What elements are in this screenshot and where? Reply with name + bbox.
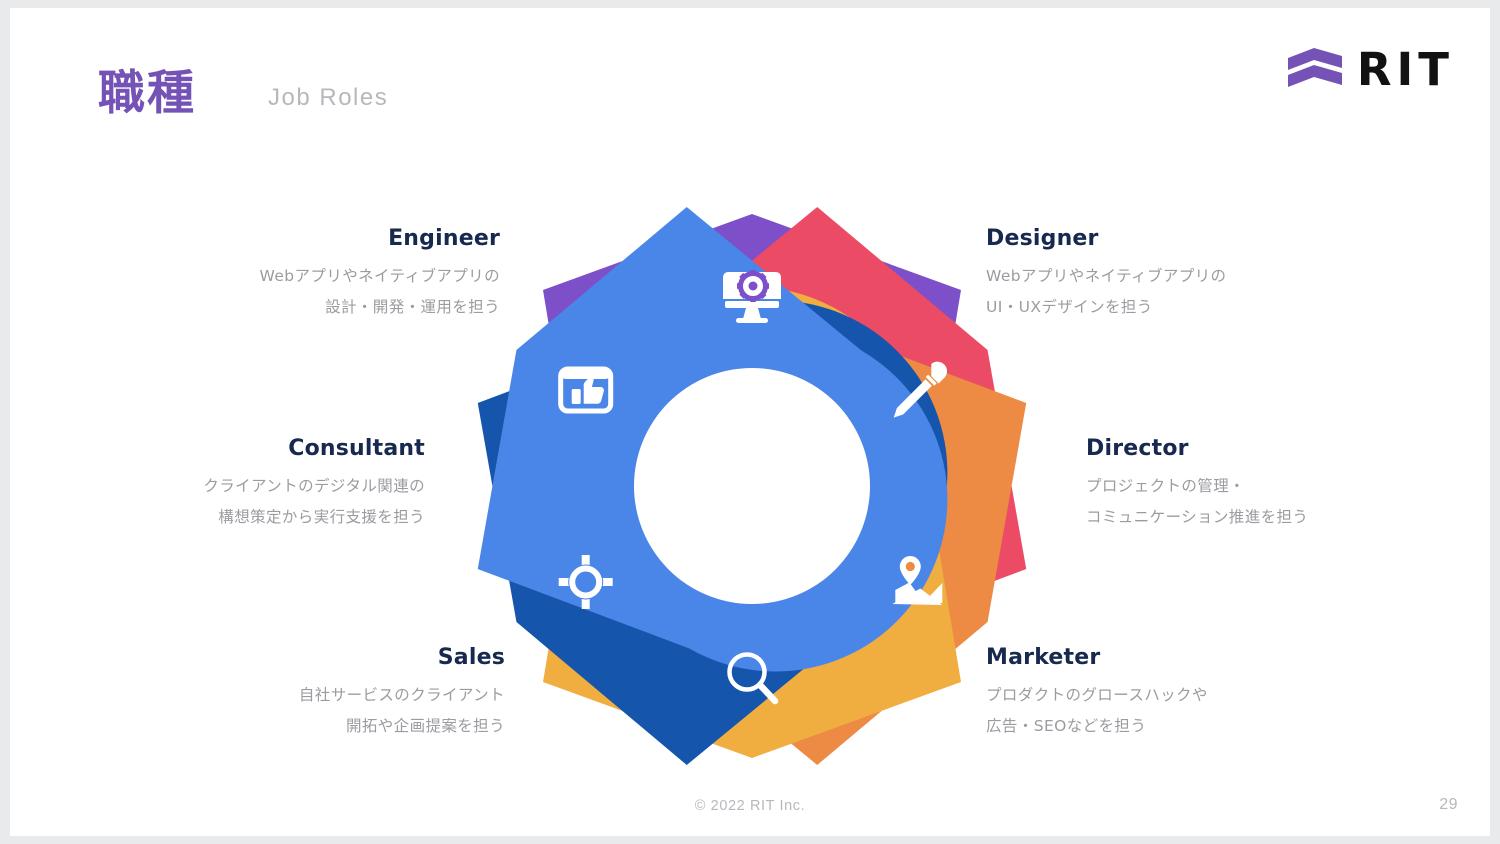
wheel-icons-group <box>558 270 948 705</box>
eyedropper-icon <box>893 361 948 418</box>
rit-logo-text: RIT <box>1356 42 1454 96</box>
role-name-engineer: Engineer <box>388 226 500 251</box>
wheel-center-circle <box>634 368 870 604</box>
role-block-designer: Designer Webアプリやネイティブアプリの UI・UXデザインを担う <box>986 226 1316 322</box>
role-name-designer: Designer <box>986 226 1099 251</box>
job-roles-wheel-diagram <box>411 169 1093 803</box>
target-crosshair-icon <box>558 555 613 609</box>
role-desc-line2-sales: 開拓や企画提案を担う <box>345 716 505 735</box>
role-desc-line1-engineer: Webアプリやネイティブアプリの <box>259 267 500 286</box>
thumbs-up-icon <box>558 366 614 414</box>
rit-logo-mark-icon <box>1287 48 1342 87</box>
role-desc-line1-director: プロジェクトの管理・ <box>1086 477 1246 496</box>
map-pin-icon <box>892 556 943 605</box>
role-name-marketer: Marketer <box>986 645 1101 670</box>
monitor-gear-icon <box>723 270 781 323</box>
slide-header: 職種 Job Roles RIT <box>10 8 1490 158</box>
role-block-marketer: Marketer プロダクトのグロースハックや 広告・SEOなどを担う <box>986 645 1316 741</box>
role-block-director: Director プロジェクトの管理・ コミュニケーション推進を担う <box>1086 436 1416 532</box>
rit-logo: RIT <box>1284 44 1454 94</box>
page-title-japanese: 職種 <box>98 66 196 121</box>
role-block-engineer: Engineer Webアプリやネイティブアプリの 設計・開発・運用を担う <box>170 226 500 322</box>
role-desc-line1-marketer: プロダクトのグロースハックや <box>986 686 1208 705</box>
footer-page-number: 29 <box>1439 796 1458 813</box>
magnifier-icon <box>727 652 779 705</box>
role-desc-line2-engineer: 設計・開発・運用を担う <box>325 297 500 316</box>
role-desc-line2-marketer: 広告・SEOなどを担う <box>986 716 1147 735</box>
role-name-director: Director <box>1086 436 1189 461</box>
page-title-english: Job Roles <box>268 84 389 111</box>
footer-copyright: © 2022 RIT Inc. <box>694 798 806 814</box>
role-desc-line2-consultant: 構想策定から実行支援を担う <box>218 507 425 526</box>
role-desc-line1-sales: 自社サービスのクライアント <box>298 686 505 705</box>
wheel-svg <box>411 169 1093 803</box>
role-desc-line2-designer: UI・UXデザインを担う <box>986 297 1153 316</box>
role-desc-line1-designer: Webアプリやネイティブアプリの <box>986 267 1227 286</box>
role-block-sales: Sales 自社サービスのクライアント 開拓や企画提案を担う <box>175 645 505 741</box>
slide-canvas: 職種 Job Roles RIT <box>10 8 1490 836</box>
role-name-consultant: Consultant <box>288 436 425 461</box>
role-block-consultant: Consultant クライアントのデジタル関連の 構想策定から実行支援を担う <box>95 436 425 532</box>
role-desc-line2-director: コミュニケーション推進を担う <box>1086 507 1309 526</box>
role-name-sales: Sales <box>437 645 505 670</box>
role-desc-line1-consultant: クライアントのデジタル関連の <box>203 477 425 496</box>
